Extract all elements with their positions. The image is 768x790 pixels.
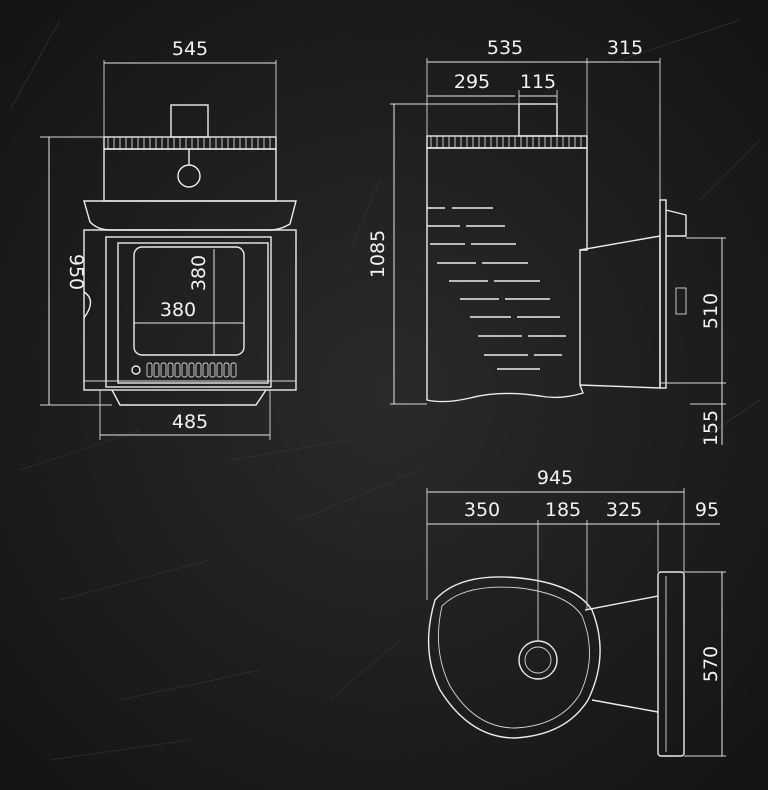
front-grille-top xyxy=(103,136,277,150)
top-dim-total-length-label: 945 xyxy=(537,467,573,489)
front-grille-pattern xyxy=(107,137,271,149)
front-dim-height: 950 xyxy=(40,136,112,406)
front-view: 545 950 380 380 485 xyxy=(40,38,297,440)
top-dim-center-to-body-label: 185 xyxy=(545,499,581,521)
top-dim-flange: 95 xyxy=(658,499,720,525)
front-door-hinge xyxy=(83,291,92,319)
side-dim-flue-label: 115 xyxy=(520,71,556,93)
front-door-glass xyxy=(133,246,245,356)
side-dim-total-height: 1085 xyxy=(367,103,519,405)
front-dim-top-width: 545 xyxy=(103,38,277,137)
side-dim-tunnel-height-label: 510 xyxy=(700,293,722,329)
top-dim-center-offset: 350 xyxy=(427,499,539,641)
side-tunnel-flange xyxy=(659,199,667,389)
top-dim-total-length: 945 xyxy=(426,467,685,600)
front-dim-top-width-label: 545 xyxy=(172,38,208,60)
front-top-plate xyxy=(83,200,297,231)
front-water-outlet xyxy=(177,164,201,188)
side-dim-tunnel-height: 510 xyxy=(660,237,726,384)
top-dim-flange-label: 95 xyxy=(695,499,719,521)
front-heater-tank xyxy=(103,148,277,202)
side-dim-tunnel: 315 xyxy=(587,37,661,200)
front-dim-glass-width: 380 xyxy=(134,299,244,324)
top-dim-tunnel-length: 325 xyxy=(587,499,659,572)
side-dim-flue: 115 xyxy=(519,71,558,104)
side-dim-total-depth: 535 xyxy=(426,37,588,136)
top-dim-center-offset-label: 350 xyxy=(464,499,500,521)
front-base-legs xyxy=(111,389,267,406)
top-dim-width: 570 xyxy=(684,571,726,757)
front-dim-glass-width-label: 380 xyxy=(160,299,196,321)
side-dim-total-depth-label: 535 xyxy=(487,37,523,59)
front-body xyxy=(83,229,297,391)
front-dim-glass-height: 380 xyxy=(188,249,215,355)
side-dim-tunnel-bottom-label: 155 xyxy=(700,410,722,446)
top-view: 945 350 185 325 95 xyxy=(426,467,726,757)
front-dim-glass-height-label: 380 xyxy=(188,255,210,291)
side-vent-slots xyxy=(427,207,566,370)
front-door-frame xyxy=(105,236,272,388)
front-dim-height-label: 950 xyxy=(65,254,87,290)
side-dim-offset-front: 295 xyxy=(427,71,520,104)
front-dim-base-width: 485 xyxy=(99,390,271,440)
side-grille-pattern xyxy=(430,136,582,148)
side-dim-total-height-label: 1085 xyxy=(367,230,389,278)
side-tunnel-lip xyxy=(665,209,687,237)
side-tunnel xyxy=(579,235,661,389)
front-dim-base-width-label: 485 xyxy=(172,411,208,433)
front-air-vents xyxy=(146,362,237,378)
side-body xyxy=(426,147,588,403)
side-dim-tunnel-bottom: 155 xyxy=(690,383,726,446)
top-body-inner xyxy=(438,586,590,729)
top-body-outline xyxy=(427,576,601,739)
front-door xyxy=(117,242,269,384)
side-tunnel-latch xyxy=(675,287,687,315)
side-view: 535 295 115 315 1085 xyxy=(367,37,726,446)
top-tunnel-flange xyxy=(657,571,685,757)
top-tunnel-sides xyxy=(584,595,659,713)
top-dim-tunnel-length-label: 325 xyxy=(606,499,642,521)
top-dim-center-to-body: 185 xyxy=(538,499,588,610)
top-flue-inner xyxy=(524,646,552,674)
top-dim-width-label: 570 xyxy=(700,646,722,682)
front-flue-pipe xyxy=(170,104,209,138)
side-flue-pipe xyxy=(518,103,558,137)
front-door-handle xyxy=(131,365,141,375)
side-dim-offset-front-label: 295 xyxy=(454,71,490,93)
side-dim-tunnel-label: 315 xyxy=(607,37,643,59)
